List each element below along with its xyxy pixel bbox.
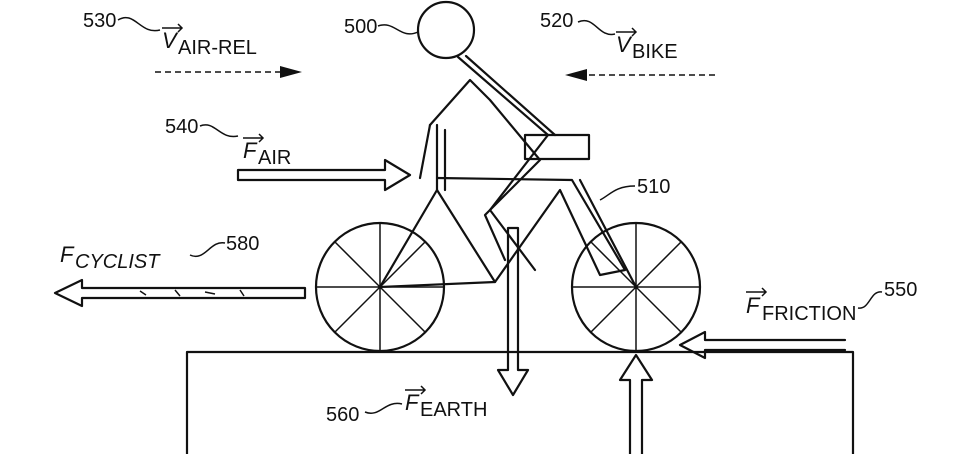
label-f-earth: F EARTH	[405, 385, 487, 421]
svg-text:F: F	[746, 293, 761, 318]
cyclist-figure	[416, 0, 557, 272]
air-relative-velocity-arrow	[155, 66, 302, 78]
svg-text:V: V	[162, 28, 179, 53]
label-f-cyclist: F CYCLIST	[60, 242, 161, 273]
ref-560: 560	[326, 404, 359, 426]
svg-text:V: V	[616, 32, 633, 57]
cyclist-force-arrow	[53, 278, 307, 308]
svg-text:EARTH: EARTH	[420, 399, 487, 421]
ref-530: 530	[83, 10, 116, 32]
bike-velocity-arrow	[565, 69, 715, 81]
ref-520: 520	[540, 10, 573, 32]
svg-text:F: F	[243, 138, 258, 163]
label-f-air: F AIR	[243, 133, 291, 169]
ref-580: 580	[226, 233, 259, 255]
friction-force-arrow	[678, 330, 847, 360]
label-v-bike: V BIKE	[616, 27, 678, 63]
ref-550: 550	[884, 279, 917, 301]
label-v-air-rel: V AIR-REL	[162, 23, 257, 59]
ground-block	[185, 350, 855, 454]
leader-lines	[117, 17, 883, 414]
svg-text:CYCLIST: CYCLIST	[75, 251, 161, 273]
air-force-arrow	[236, 158, 412, 192]
label-f-friction: F FRICTION	[746, 287, 856, 325]
ref-500: 500	[344, 16, 377, 38]
svg-text:FRICTION: FRICTION	[762, 303, 856, 325]
earth-force-arrow	[496, 226, 530, 397]
svg-text:F: F	[60, 242, 75, 267]
svg-text:AIR-REL: AIR-REL	[178, 37, 257, 59]
ref-510: 510	[637, 176, 670, 198]
normal-force-arrow	[618, 353, 654, 454]
bicycle-frame	[378, 123, 638, 289]
ref-540: 540	[165, 116, 198, 138]
svg-text:F: F	[405, 390, 420, 415]
svg-text:AIR: AIR	[258, 147, 291, 169]
svg-text:BIKE: BIKE	[632, 41, 678, 63]
